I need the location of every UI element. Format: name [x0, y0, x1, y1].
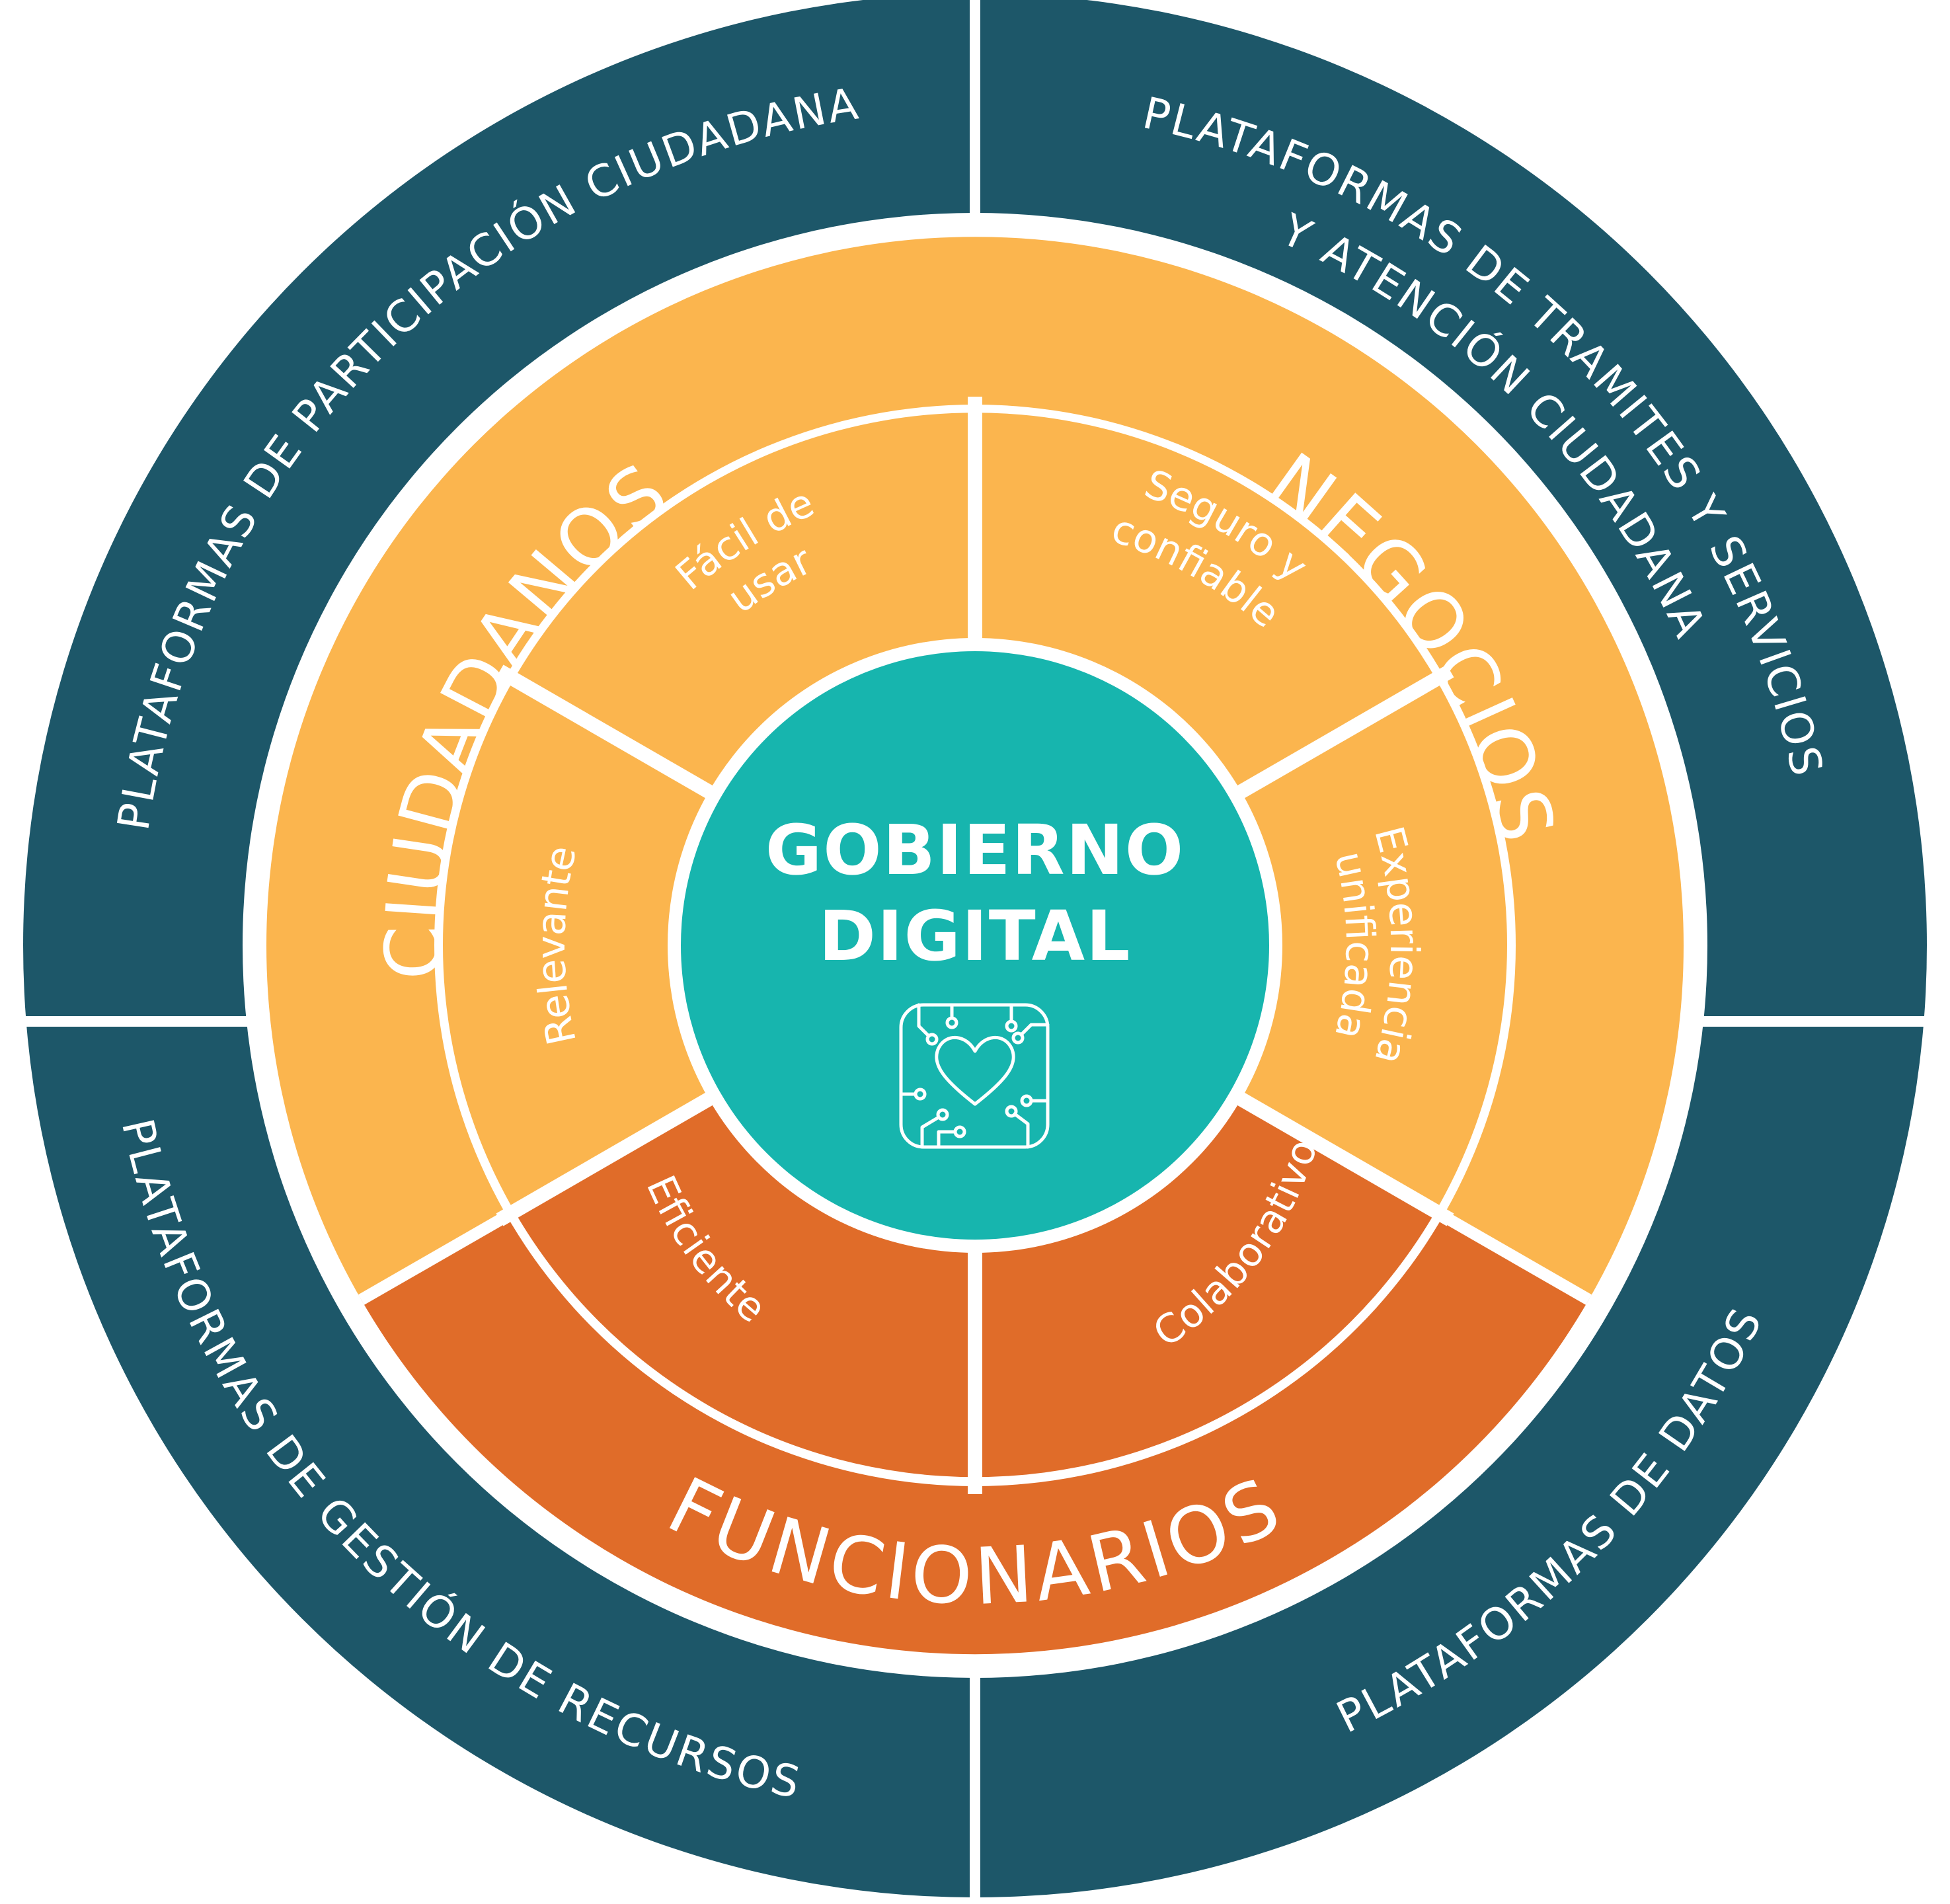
center-title-line2: DIGITAL	[819, 896, 1132, 976]
center-title-line1: GOBIERNO	[765, 810, 1185, 891]
stakeholder-divider-left	[358, 1205, 521, 1305]
center-circle	[681, 651, 1269, 1240]
heart-circuit-icon	[899, 1003, 1050, 1149]
center-hub: GOBIERNO DIGITAL	[668, 638, 1282, 1253]
stakeholder-divider-right	[1429, 1205, 1592, 1305]
